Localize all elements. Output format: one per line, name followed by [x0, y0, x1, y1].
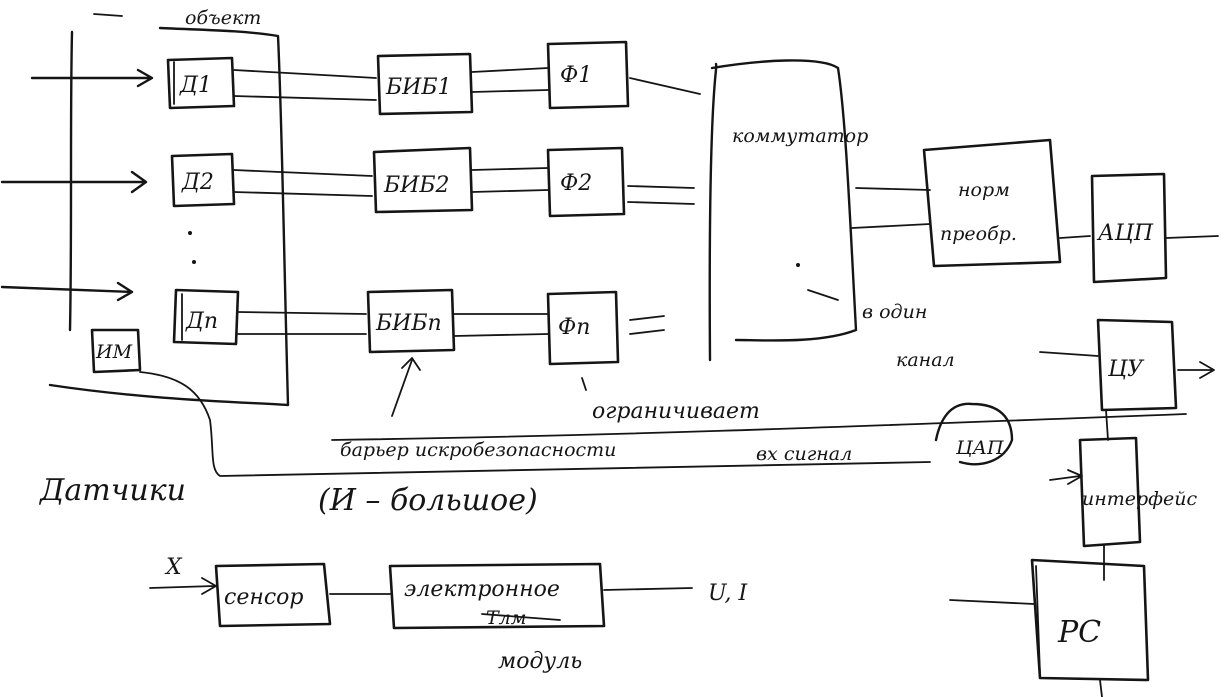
sensors-note: (И – большое)	[318, 483, 538, 518]
acp-block: АЦП	[1059, 172, 1219, 284]
chain-module-line1: электронное	[404, 577, 560, 602]
filter-2: Ф2	[546, 146, 626, 218]
sensor-d2-label: Д2	[181, 170, 214, 195]
sensor-d1: Д1	[166, 56, 236, 110]
filter-1-label: Ф1	[560, 63, 592, 88]
annotation-limiter: ограничивает	[592, 399, 760, 424]
im-block: ИМ	[90, 328, 931, 477]
sensors-heading: Датчики	[38, 473, 186, 508]
to-one-channel-line1: в один	[862, 301, 927, 323]
annotation-input-signal: вх сигнал	[756, 443, 852, 465]
bib-1-label: БИБ1	[385, 75, 452, 100]
norm-converter-line1: норм	[958, 179, 1010, 201]
chain-module-line2: модуль	[498, 649, 582, 674]
sensors-heading-group: Датчики (И – большое)	[38, 473, 538, 518]
sensor-d2: Д2	[170, 152, 236, 208]
bib-2-label: БИБ2	[383, 173, 450, 198]
sensor-dots	[188, 231, 196, 264]
bib-n-label: БИБn	[375, 311, 442, 336]
norm-converter-line2: преобр.	[940, 223, 1017, 245]
sensor-to-bib-lines	[233, 69, 377, 335]
to-one-channel-line2: канал	[896, 349, 955, 371]
filter-2-label: Ф2	[560, 171, 592, 196]
filter-n-label: Фn	[558, 315, 590, 340]
annotation-barrier: барьер искробезопасности	[340, 439, 616, 461]
commutator-label: коммутатор	[732, 125, 868, 147]
filter-1: Ф1	[546, 40, 630, 110]
input-arrows	[0, 68, 154, 302]
im-label: ИМ	[95, 341, 133, 363]
object-label: объект	[185, 7, 261, 29]
to-one-channel-note: в один канал	[862, 301, 955, 371]
cu-label: ЦУ	[1107, 357, 1145, 382]
pc-block: PC	[949, 558, 1150, 697]
acp-label: АЦП	[1096, 221, 1154, 246]
chain-module-strike: Тлм	[486, 607, 527, 629]
commutator-to-converter-lines	[851, 187, 931, 229]
filter-to-commutator-lines	[627, 77, 701, 335]
annotations: ограничивает барьер искробезопасности вх…	[331, 357, 1187, 465]
pc-label: PC	[1057, 615, 1101, 650]
sensor-d1-label: Д1	[179, 73, 212, 98]
bib-to-filter-lines	[453, 67, 549, 337]
bib-1: БИБ1	[376, 52, 474, 116]
sensor-dn-label: Дn	[185, 309, 218, 334]
bib-2: БИБ2	[372, 146, 474, 214]
sensor-chain: X сенсор электронное Тлм модуль U, I	[149, 555, 749, 674]
dap-label: ЦАП	[955, 437, 1004, 459]
bib-n: БИБn	[366, 288, 456, 354]
chain-input-label: X	[164, 555, 183, 580]
norm-converter-block: норм преобр.	[922, 138, 1062, 268]
sensor-dn: Дn	[172, 288, 240, 346]
cu-block: ЦУ	[1039, 318, 1215, 441]
interface-label: интерфейс	[1082, 488, 1198, 510]
dap-block: ЦАП	[934, 402, 1014, 466]
filter-n: Фn	[546, 290, 620, 366]
interface-block: интерфейс	[1049, 436, 1198, 581]
chain-output-label: U, I	[708, 581, 749, 606]
commutator-block: коммутатор	[708, 59, 868, 362]
chain-sensor-label: сенсор	[224, 585, 303, 610]
